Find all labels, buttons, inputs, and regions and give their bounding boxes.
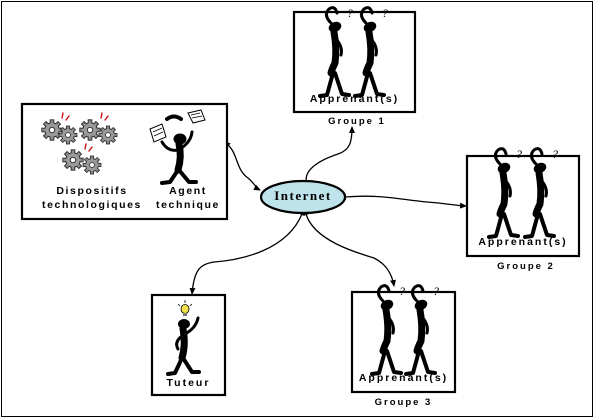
- connection-internet-group1: [303, 126, 355, 190]
- group3-label: Groupe 3: [374, 397, 433, 408]
- group3-box: [350, 290, 457, 394]
- devices-label-line2: technologiques: [42, 199, 142, 211]
- connection-internet-group2: [339, 193, 467, 209]
- lightbulb-icon: [177, 300, 193, 316]
- connection-internet-group3: [303, 208, 396, 287]
- group3-box-label: Apprenant(s): [358, 372, 449, 384]
- telephone-icon: [165, 114, 183, 121]
- agent-label-line1: Agent: [169, 185, 207, 197]
- group2-box-label: Apprenant(s): [478, 236, 568, 248]
- gear-icon: [41, 112, 118, 175]
- agent-technique-figure: [149, 109, 206, 185]
- group1-label: Groupe 1: [328, 116, 386, 127]
- group2-box: [465, 154, 581, 258]
- agent-label-line2: technique: [156, 199, 220, 211]
- internet-label: Internet: [274, 188, 332, 203]
- devices-label-line1: Dispositifs: [56, 185, 128, 197]
- connection-devices-internet: [223, 140, 261, 191]
- person-with-idea-icon: [166, 300, 201, 376]
- group2-label: Groupe 2: [497, 261, 555, 272]
- connection-internet-tutor: [189, 208, 305, 295]
- group1-box-label: Apprenant(s): [309, 93, 400, 105]
- tutor-label: Tuteur: [166, 377, 211, 389]
- internet-node: [259, 179, 347, 215]
